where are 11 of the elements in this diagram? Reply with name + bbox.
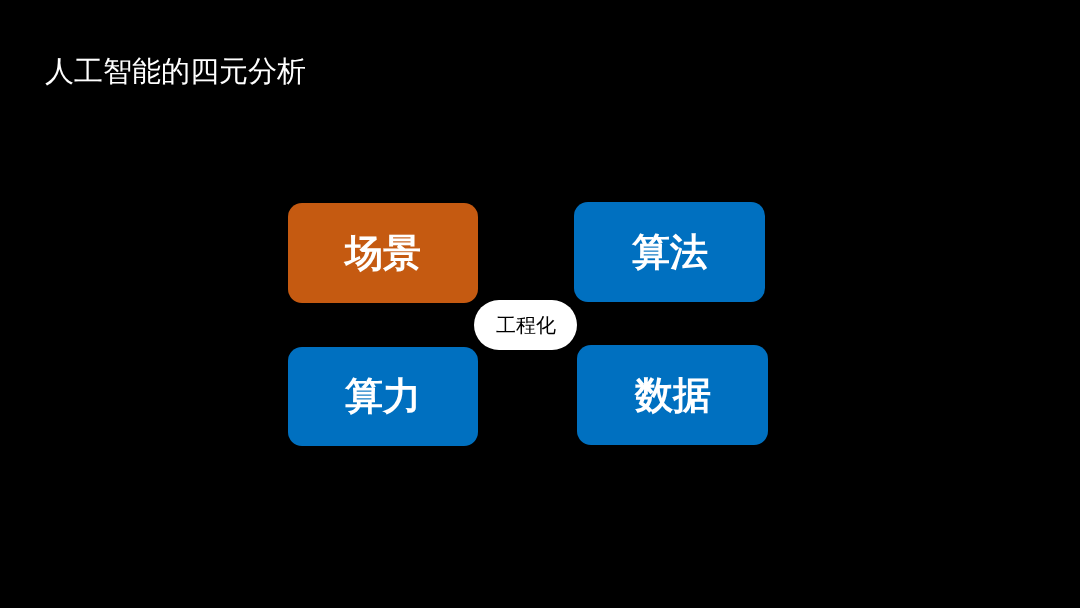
category-box bbox=[577, 345, 768, 445]
node-label: 数据 bbox=[634, 371, 711, 419]
node-label: 场景 bbox=[345, 229, 421, 277]
category-box bbox=[288, 203, 478, 303]
node-label: 工程化 bbox=[495, 311, 556, 339]
category-box bbox=[288, 347, 478, 446]
node-label: 算法 bbox=[631, 228, 708, 276]
center-pill bbox=[474, 300, 577, 350]
slide-title: 人工智能的四元分析 bbox=[45, 53, 306, 90]
category-box bbox=[574, 202, 765, 302]
node-label: 算力 bbox=[345, 373, 421, 420]
